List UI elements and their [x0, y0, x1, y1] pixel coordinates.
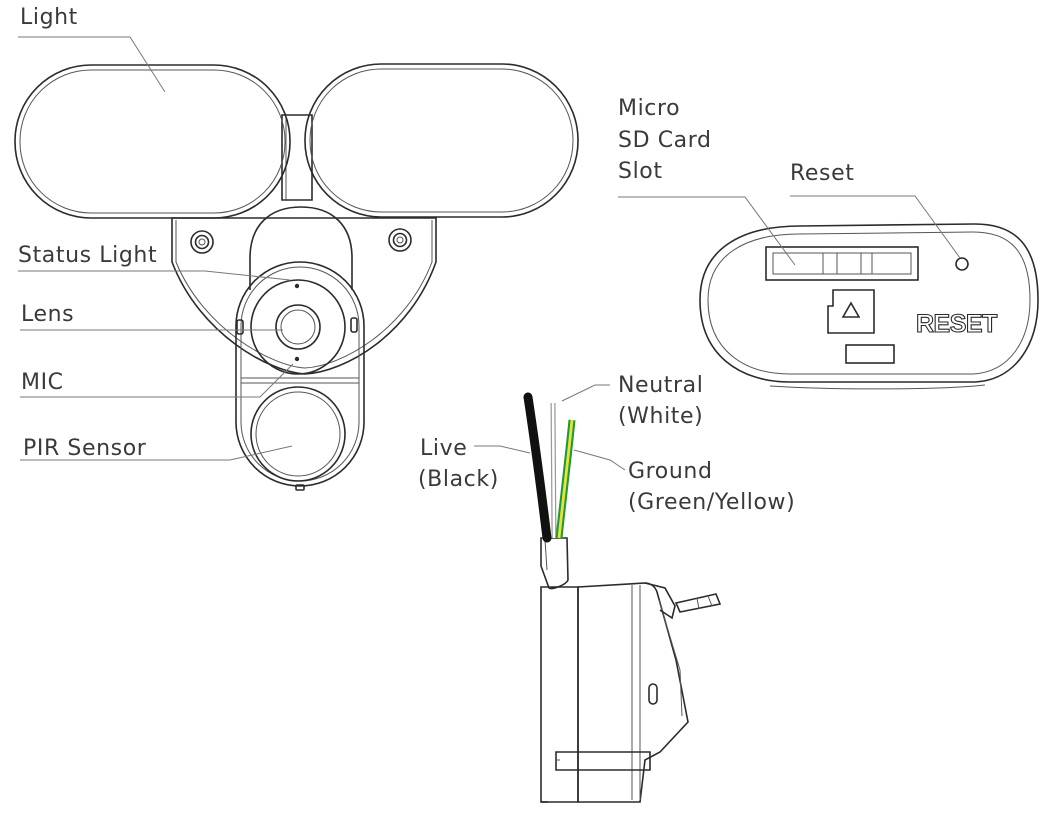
reset-embossed-text: RESET — [916, 310, 997, 338]
camera-front-view — [14, 63, 579, 491]
wire-leader-lines — [474, 384, 626, 471]
mic-dot — [294, 356, 300, 362]
screw-left — [190, 230, 214, 254]
light-bracket — [281, 114, 313, 201]
label-status-light: Status Light — [18, 243, 157, 268]
camera-body — [235, 261, 365, 491]
wiring — [523, 392, 576, 590]
label-ground-line2: (Green/Yellow) — [628, 490, 795, 515]
label-micro-sd-line2: SD Card — [618, 128, 712, 153]
camera-lens — [250, 279, 346, 375]
label-micro-sd-line3: Slot — [618, 159, 663, 184]
light-panel-left — [14, 64, 291, 219]
label-light: Light — [20, 5, 78, 30]
light-panel-right — [304, 63, 579, 218]
wire-live — [523, 392, 552, 543]
camera-side-view — [540, 582, 722, 803]
label-ground-line1: Ground — [628, 459, 713, 484]
sd-card-icon — [827, 289, 875, 334]
label-lens: Lens — [21, 302, 74, 327]
mounting-base — [171, 217, 437, 375]
panel-leader-lines — [618, 195, 961, 266]
label-mic: MIC — [21, 370, 64, 395]
label-live-line1: Live — [420, 436, 467, 461]
label-pir-sensor: PIR Sensor — [23, 436, 147, 461]
label-reset: Reset — [790, 161, 854, 186]
pir-sensor — [250, 386, 346, 482]
status-light-dot — [294, 283, 300, 289]
label-neutral-line2: (White) — [618, 404, 703, 429]
camera-stem — [249, 206, 353, 290]
screw-right — [388, 228, 412, 252]
label-micro-sd-line1: Micro — [618, 96, 680, 121]
label-live-line2: (Black) — [418, 467, 499, 492]
camera-leader-lines — [18, 36, 294, 461]
back-panel: RESET — [699, 223, 1039, 390]
micro-sd-card-slot — [765, 246, 919, 281]
reset-button — [955, 257, 969, 271]
label-neutral-line1: Neutral — [618, 373, 703, 398]
label-plate — [845, 344, 895, 364]
